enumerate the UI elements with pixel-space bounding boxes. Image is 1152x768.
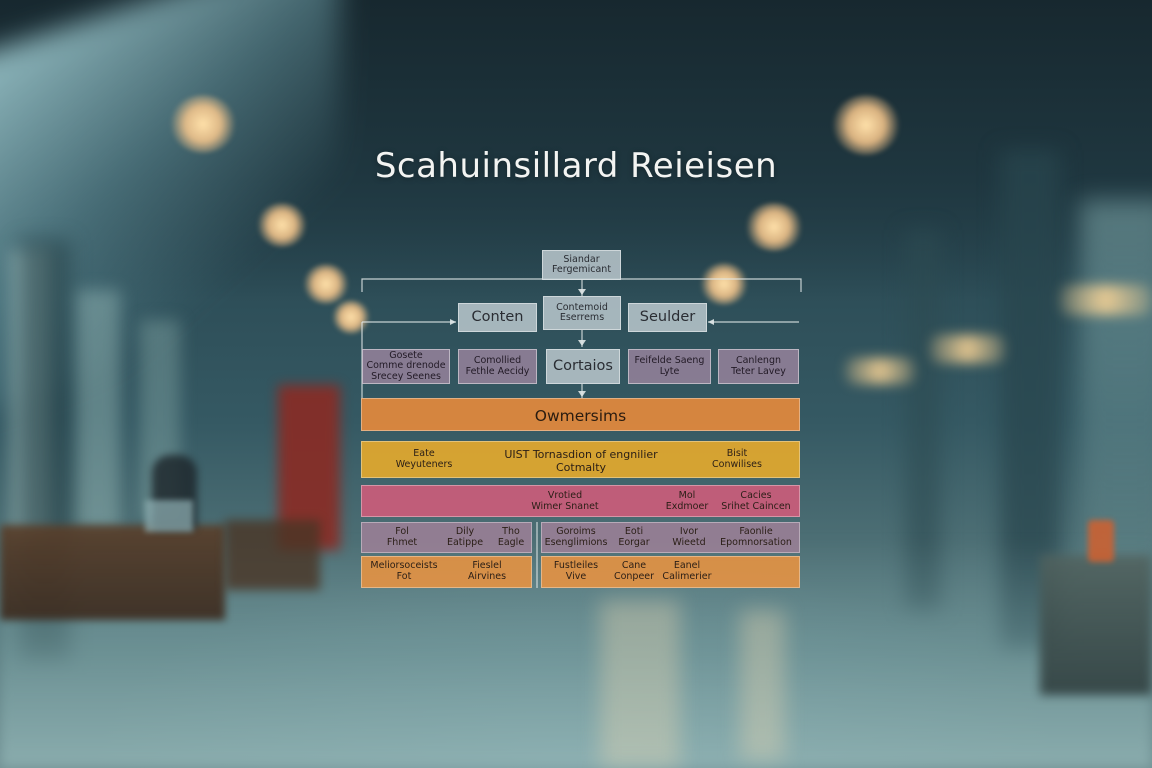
node-level2-right: Seulder xyxy=(628,303,707,332)
node-level3-center: Cortaios xyxy=(546,349,620,384)
node-top: Siandar Fergemicant xyxy=(542,250,621,280)
band-owners: Owmersims xyxy=(361,398,800,431)
arrow-level2-left xyxy=(450,319,456,325)
arrow-level2-right xyxy=(708,319,714,325)
arrow-lower xyxy=(578,391,586,397)
node-level3-right: Canlengn Teter Lavey xyxy=(718,349,799,384)
node-level3-right-center: Feifelde Saeng Lyte xyxy=(628,349,711,384)
node-level3-left: Gosete Comme drenode Srecey Seenes xyxy=(362,349,450,384)
arrow-center xyxy=(578,340,586,346)
arrow-top xyxy=(578,289,586,295)
node-level3-left-center: Comollied Fethle Aecidy xyxy=(458,349,537,384)
band-owners-label: Owmersims xyxy=(534,407,627,425)
node-level2-center: Contemoid Eserrems xyxy=(543,296,621,330)
node-level2-left: Conten xyxy=(458,303,537,332)
diagram-title: Scahuinsillard Reieisen xyxy=(374,146,778,186)
